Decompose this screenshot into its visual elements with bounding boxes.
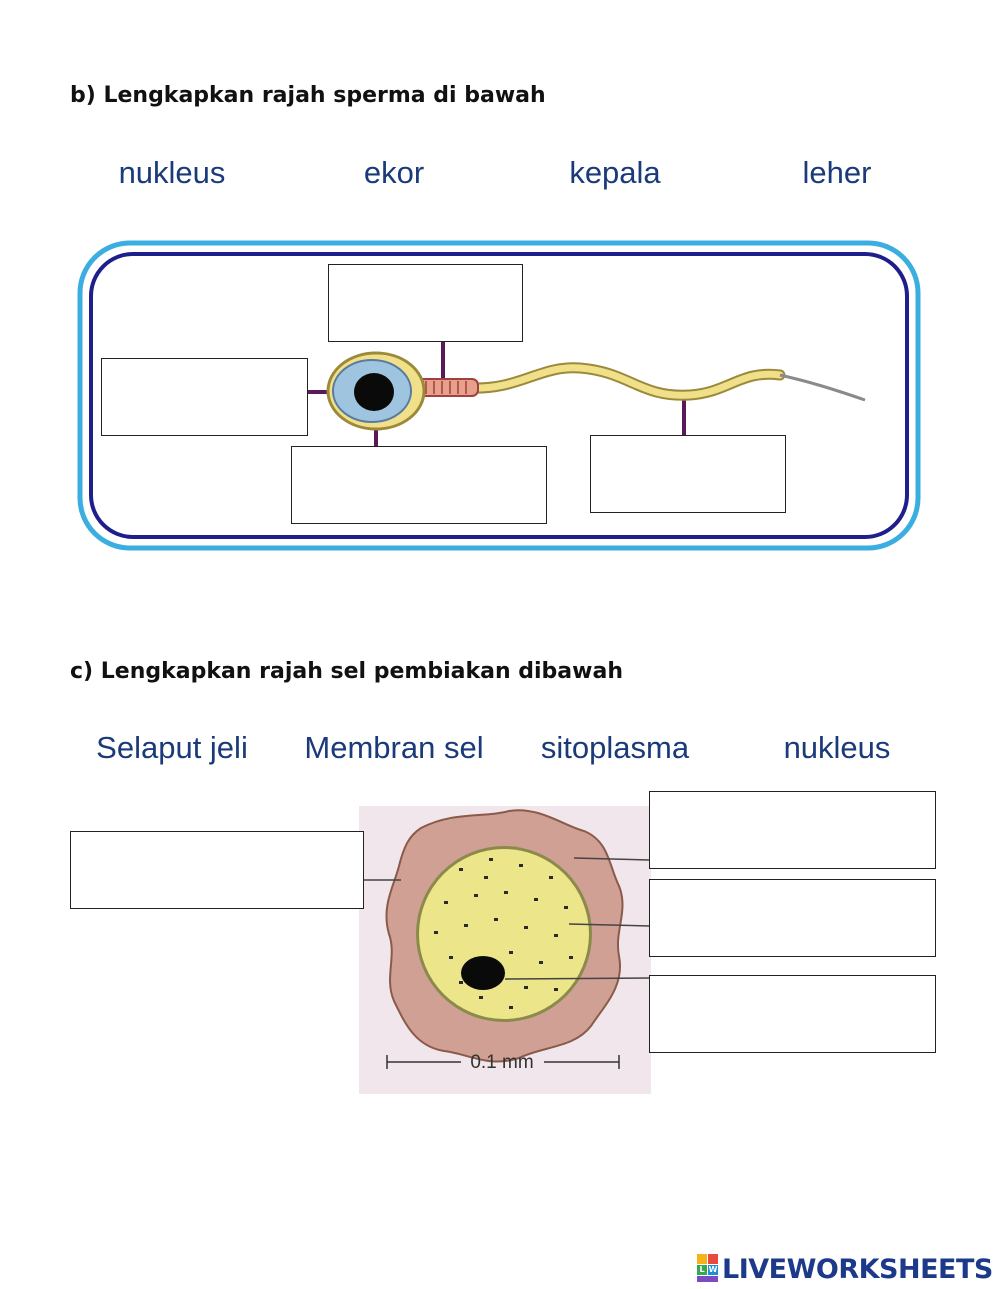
answer-box-cytoplasm[interactable]	[649, 879, 936, 957]
word-bank-item-nukleus-c[interactable]: nukleus	[783, 730, 891, 765]
egg-nucleus	[461, 956, 505, 990]
liveworksheets-logo-icon: L W	[697, 1254, 719, 1284]
egg-cell-diagram: 0.1 mm	[359, 806, 651, 1094]
section-c-heading: c) Lengkapkan rajah sel pembiakan dibawa…	[70, 659, 623, 684]
word-bank-item-sitoplasma[interactable]: sitoplasma	[540, 730, 690, 765]
sperm-diagram	[77, 240, 921, 551]
answer-box-head[interactable]	[291, 446, 547, 524]
cytoplasm	[419, 849, 589, 1019]
word-bank-item-membran-sel[interactable]: Membran sel	[304, 730, 484, 765]
answer-box-jelly-coat[interactable]	[70, 831, 364, 909]
word-bank-item-kepala[interactable]: kepala	[569, 155, 661, 190]
word-bank-item-nukleus[interactable]: nukleus	[118, 155, 226, 190]
answer-box-neck[interactable]	[328, 264, 523, 342]
sperm-tail-end	[779, 373, 866, 402]
answer-box-cell-membrane[interactable]	[649, 791, 936, 869]
answer-box-tail[interactable]	[590, 435, 786, 513]
leader-line-membrane	[573, 857, 651, 861]
diagram-frame-inner	[89, 252, 909, 539]
word-bank-item-selaput-jeli[interactable]: Selaput jeli	[96, 730, 248, 765]
cytoplasm-granules	[434, 858, 573, 1009]
word-bank-item-leher[interactable]: leher	[802, 155, 872, 190]
word-bank-item-ekor[interactable]: ekor	[363, 155, 425, 190]
sperm-nucleus	[354, 373, 394, 411]
leader-line-cytoplasm	[568, 923, 651, 927]
liveworksheets-logo: L W LIVEWORKSHEETS	[697, 1251, 993, 1287]
answer-box-egg-nucleus[interactable]	[649, 975, 936, 1053]
answer-box-nucleus[interactable]	[101, 358, 308, 436]
section-b-heading: b) Lengkapkan rajah sperma di bawah	[70, 83, 546, 108]
leader-line-egg-nucleus	[504, 977, 651, 980]
sperm-tail	[466, 364, 784, 399]
liveworksheets-brand: LIVEWORKSHEETS	[722, 1253, 993, 1285]
scale-bar-label: 0.1 mm	[470, 1052, 533, 1073]
diagram-frame-outer	[77, 240, 921, 551]
